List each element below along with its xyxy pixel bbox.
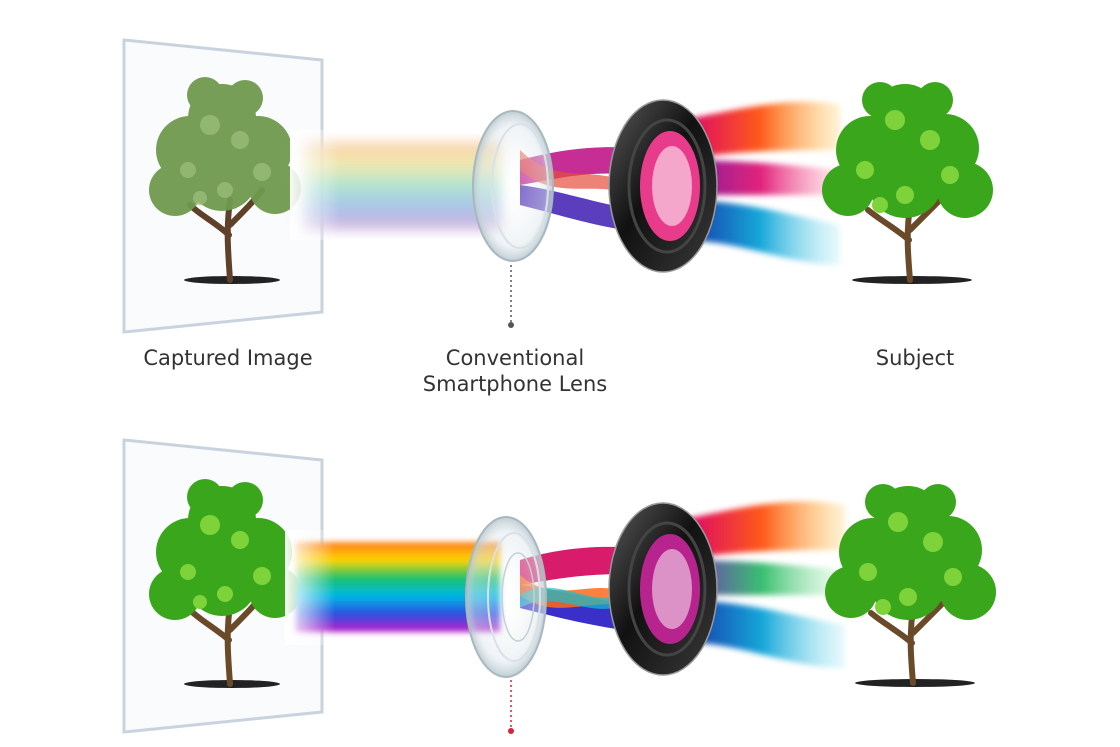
conventional-lens-label: Conventional Smartphone Lens [400, 345, 630, 397]
conventional-lens-label-line2: Smartphone Lens [422, 372, 608, 396]
conventional-lens-label-line1: Conventional [445, 346, 585, 370]
lens-pointer-top [508, 265, 514, 328]
conventional-lens-top [472, 110, 554, 262]
subject-tree-bottom-icon [825, 484, 996, 687]
improved-lens-bottom [465, 516, 547, 678]
lens-ring-bottom [608, 502, 718, 676]
bottom-row [122, 438, 996, 734]
light-fan-bottom [680, 501, 845, 668]
lens-pointer-bottom [508, 680, 514, 734]
captured-image-label: Captured Image [143, 346, 313, 370]
subject-label: Subject [875, 346, 955, 370]
top-row [122, 38, 993, 334]
captured-tree-top-icon [149, 77, 301, 284]
lens-ring-top [608, 99, 718, 273]
subject-tree-top-icon [822, 82, 993, 284]
light-fan-top [680, 101, 840, 265]
